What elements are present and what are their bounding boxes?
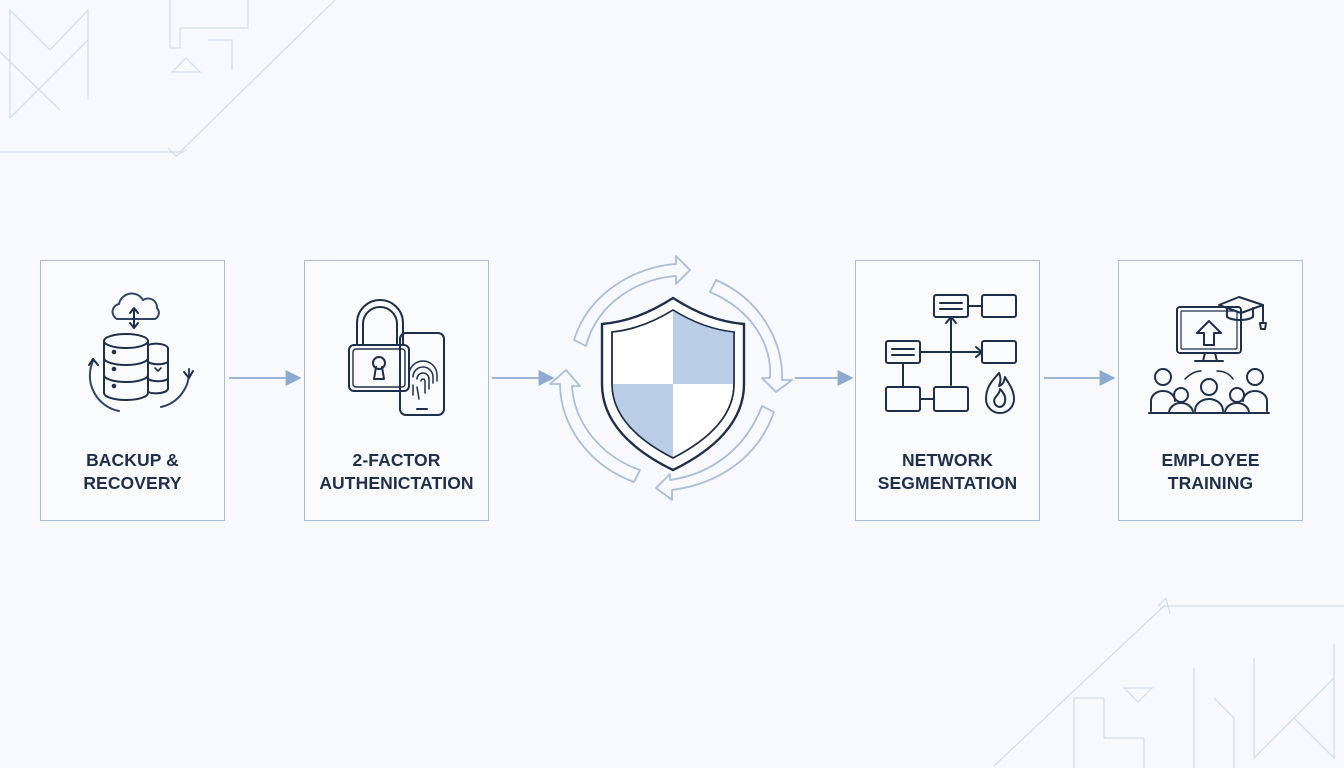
cycle-arrow-top: [573, 255, 691, 347]
shield-cycle-icon: [549, 255, 793, 501]
padlock-fingerprint-icon: [348, 299, 445, 416]
cycle-arrow-left: [549, 369, 641, 483]
step-card-employee-training: EMPLOYEE TRAINING: [1118, 260, 1303, 521]
corner-decoration-top-left: [0, 0, 336, 157]
step-label: 2-FACTOR AUTHENICTATION: [319, 450, 474, 493]
step-card-backup-recovery: BACKUP & RECOVERY: [40, 260, 225, 521]
corner-decoration-bottom-right: [993, 598, 1344, 768]
network-firewall-icon: [885, 294, 1017, 414]
cycle-arrow-bottom: [655, 405, 775, 501]
training-group-icon: [1148, 296, 1270, 414]
step-card-network-segmentation: NETWORK SEGMENTATION: [855, 260, 1040, 521]
step-label: NETWORK SEGMENTATION: [877, 450, 1018, 493]
database-cloud-sync-icon: [88, 292, 194, 412]
step-label: BACKUP & RECOVERY: [83, 450, 182, 493]
step-card-2-factor-authentication: 2-FACTOR AUTHENICTATION: [304, 260, 489, 521]
step-label: EMPLOYEE TRAINING: [1161, 450, 1260, 493]
cycle-arrow-right: [709, 279, 793, 393]
